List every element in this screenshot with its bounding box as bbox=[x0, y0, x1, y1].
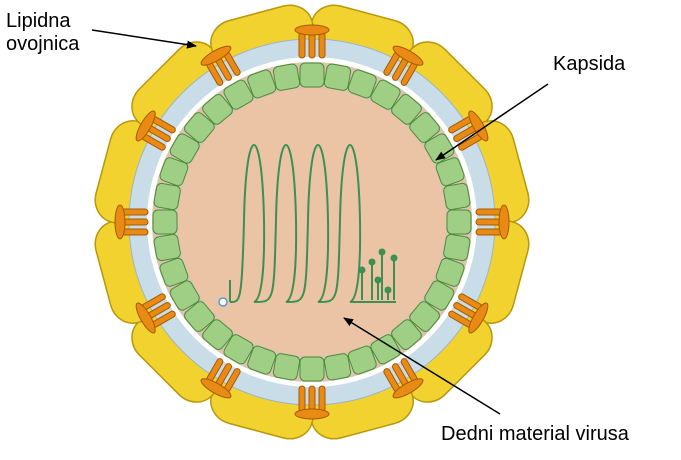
strand-knob bbox=[359, 267, 366, 274]
strand-knob bbox=[385, 287, 392, 294]
envelope-protein bbox=[295, 386, 329, 419]
arrow-lipid-envelope bbox=[92, 30, 196, 46]
capsid-subunit bbox=[153, 183, 181, 211]
label-lipid-envelope-line2: ovojnica bbox=[6, 33, 79, 56]
capsid-subunit bbox=[447, 210, 471, 234]
label-genetic-material: Dedni material virusa bbox=[441, 423, 629, 446]
strand-knob bbox=[369, 259, 376, 266]
envelope-protein bbox=[295, 25, 329, 58]
envelope-protein bbox=[115, 205, 148, 239]
strand-knob bbox=[379, 249, 386, 256]
viral-core bbox=[178, 88, 446, 356]
capsid-subunit bbox=[273, 63, 301, 91]
label-lipid-envelope: Lipidna ovojnica bbox=[6, 10, 79, 56]
capsid-subunit bbox=[443, 183, 471, 211]
capsid-subunit bbox=[273, 353, 301, 381]
capsid-subunit bbox=[153, 210, 177, 234]
capsid-subunit bbox=[153, 234, 181, 262]
capsid-subunit bbox=[300, 357, 324, 381]
capsid-subunit bbox=[443, 234, 471, 262]
capsid-subunit bbox=[324, 63, 352, 91]
capsid-subunit bbox=[324, 353, 352, 381]
strand-end-cap bbox=[219, 298, 227, 306]
capsid-subunit bbox=[300, 63, 324, 87]
strand-knob bbox=[375, 277, 382, 284]
label-lipid-envelope-line1: Lipidna bbox=[6, 10, 79, 33]
envelope-protein bbox=[476, 205, 509, 239]
strand-knob bbox=[391, 255, 398, 262]
label-capsid: Kapsida bbox=[553, 53, 625, 76]
